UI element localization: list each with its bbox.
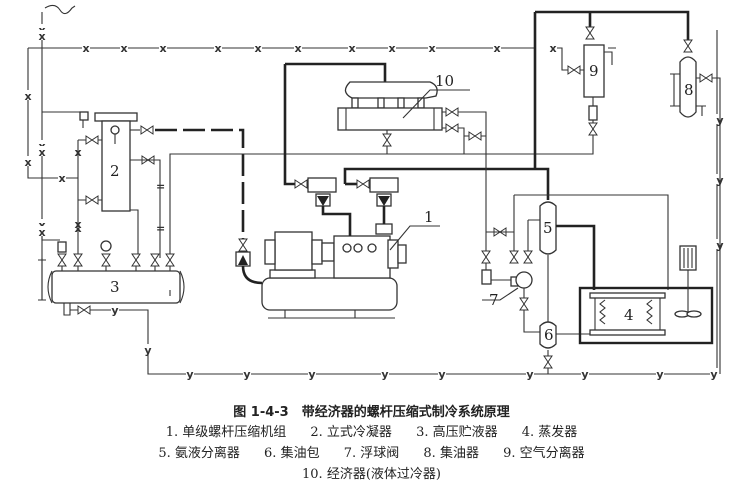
legend-row-3: 10. 经济器(液体过冷器)	[0, 463, 743, 482]
legend-item-5: 5. 氨液分离器	[158, 446, 240, 461]
oil-drum: 6	[539, 321, 592, 374]
oil-line-marker: y	[656, 368, 663, 381]
oil-line-marker: y	[526, 368, 533, 381]
air-line-marker: x	[159, 42, 166, 55]
air-line-marker: x	[38, 30, 45, 43]
label-7: 7	[489, 291, 499, 309]
air-line-marker: x	[214, 42, 221, 55]
air-line-marker: x	[294, 42, 301, 55]
label-1: 1	[424, 208, 434, 226]
svg-text:=: =	[156, 222, 165, 235]
economizer: 10	[337, 72, 487, 270]
oil-line-marker: y	[144, 344, 151, 357]
equalizing-line	[169, 135, 594, 258]
figure-title: 图 1-4-3 带经济器的螺杆压缩式制冷系统原理	[233, 405, 510, 420]
vertical-condenser: 2 = =	[77, 111, 165, 258]
oil-line-marker: y	[243, 368, 250, 381]
suction-filters	[283, 62, 550, 236]
label-3: 3	[110, 278, 120, 296]
screw-compressor-unit: 1	[261, 208, 440, 319]
air-line-marker: x	[38, 226, 45, 239]
legend-item-10: 10. 经济器(液体过冷器)	[302, 467, 441, 482]
label-6: 6	[544, 326, 554, 344]
refrigeration-schematic: xxxxxxxxxxxxxxxxxxxxxxx 2 = = 3	[24, 4, 724, 381]
oil-line-marker: y	[581, 368, 588, 381]
air-line-marker: x	[348, 42, 355, 55]
legend-item-8: 8. 集油器	[423, 446, 479, 461]
air-line-marker: x	[493, 42, 500, 55]
label-10: 10	[435, 72, 454, 90]
ammonia-liquid-separator: 5	[513, 194, 669, 322]
oil-collector: 8	[670, 39, 721, 374]
air-line-marker: x	[254, 42, 261, 55]
air-line-marker: x	[388, 42, 395, 55]
air-line-marker: x	[82, 42, 89, 55]
oil-line-marker: y	[308, 368, 315, 381]
legend-item-4: 4. 蒸发器	[521, 425, 578, 440]
air-line-marker: x	[120, 42, 127, 55]
legend-item-6: 6. 集油包	[264, 446, 320, 461]
legend-row-2: 5. 氨液分离器 6. 集油包 7. 浮球阀 8. 集油器 9. 空气分离器	[0, 442, 743, 461]
legend-row-1: 1. 单级螺杆压缩机组 2. 立式冷凝器 3. 高压贮液器 4. 蒸发器	[0, 421, 743, 440]
air-line-marker: x	[58, 172, 65, 185]
air-line-marker: x	[428, 42, 435, 55]
legend-item-1: 1. 单级螺杆压缩机组	[165, 425, 287, 440]
oil-line-marker: y	[438, 368, 445, 381]
legend-item-7: 7. 浮球阀	[343, 446, 400, 461]
legend-item-3: 3. 高压贮液器	[416, 425, 498, 440]
evaporator: 4	[578, 245, 714, 345]
oil-line-marker: y	[186, 368, 193, 381]
air-line-marker: x	[24, 90, 31, 103]
float-valve: 7	[481, 227, 540, 333]
label-8: 8	[684, 81, 694, 99]
legend-item-2: 2. 立式冷凝器	[310, 425, 392, 440]
label-4: 4	[624, 306, 634, 324]
oil-line-marker: y	[111, 304, 118, 317]
oil-line-marker: y	[710, 368, 717, 381]
main-header	[533, 10, 690, 169]
oil-line-marker: y	[381, 368, 388, 381]
label-5: 5	[543, 219, 553, 237]
high-pressure-receiver: 3	[38, 30, 718, 375]
air-line-marker: x	[24, 156, 31, 169]
legend-item-9: 9. 空气分离器	[503, 446, 585, 461]
svg-text:=: =	[156, 180, 165, 193]
label-9: 9	[589, 62, 599, 80]
air-line-marker: x	[549, 42, 556, 55]
air-line-marker: x	[38, 219, 45, 232]
air-line-marker: x	[38, 146, 45, 159]
discharge-line	[130, 125, 263, 285]
label-2: 2	[110, 162, 120, 180]
air-separator: 9	[562, 26, 616, 136]
